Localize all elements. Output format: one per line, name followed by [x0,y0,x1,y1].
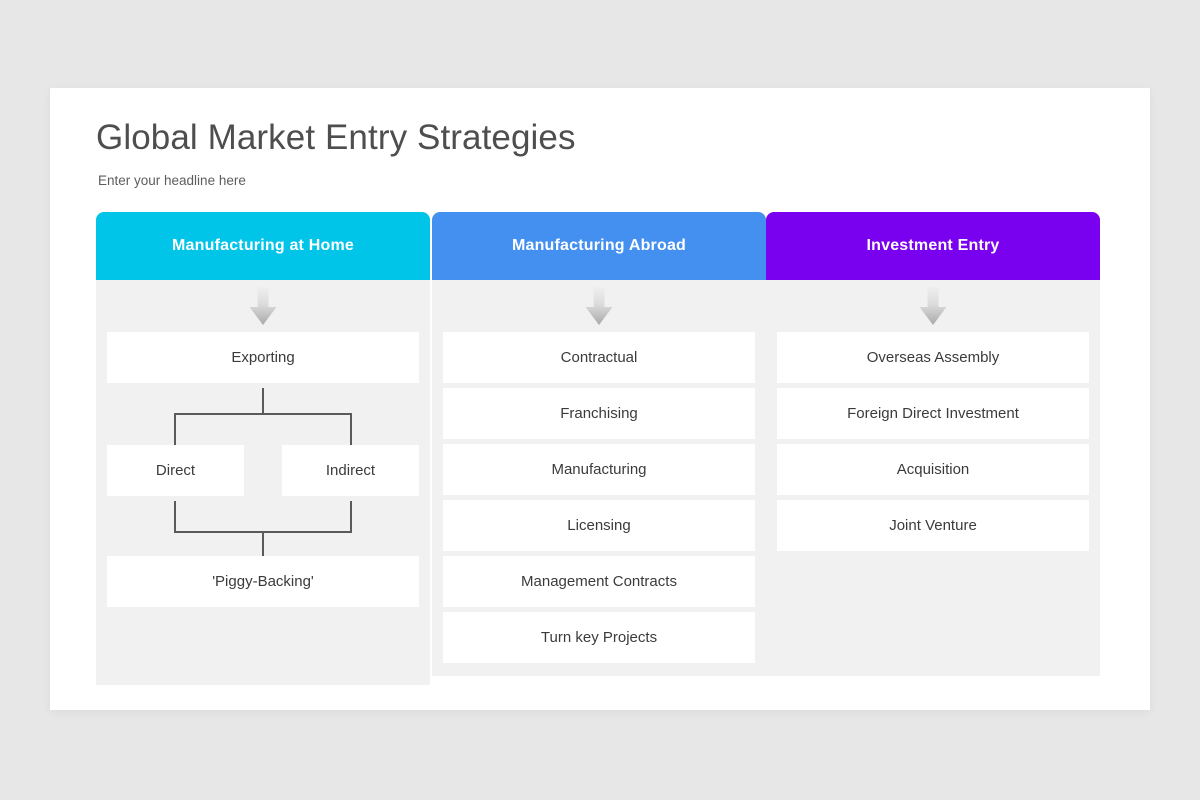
column-bottom-filler-2 [443,668,755,676]
list-item[interactable]: Contractual [443,332,755,383]
tree-upper-connectors [107,388,419,445]
column-header-2[interactable]: Manufacturing Abroad [432,212,766,280]
column-header-1[interactable]: Manufacturing at Home [96,212,430,280]
slide-card: Global Market Entry Strategies Enter you… [50,88,1150,710]
list-item[interactable]: Acquisition [777,444,1089,495]
column-body-3: Overseas Assembly Foreign Direct Investm… [766,280,1100,676]
column-bottom-filler-1 [107,612,419,685]
list-item[interactable]: Licensing [443,500,755,551]
connector-right-rise [350,501,352,532]
arrow-down-icon [443,280,755,332]
column-investment-entry: Investment Entry [766,212,1100,676]
list-item[interactable]: Manufacturing [443,444,755,495]
connector-left-rise [174,501,176,532]
page-subtitle: Enter your headline here [98,173,246,188]
list-item[interactable]: Management Contracts [443,556,755,607]
column-body-1: Exporting Direct [96,280,430,685]
list-item[interactable]: Franchising [443,388,755,439]
column-body-2: Contractual Franchising Manufacturing Li… [432,280,766,676]
list-item[interactable]: Turn key Projects [443,612,755,663]
tree-branch-row: Direct Indirect [107,445,419,496]
list-item[interactable]: Joint Venture [777,500,1089,551]
connector-left-drop [174,413,176,445]
connector-split-bar [174,413,352,415]
page-title: Global Market Entry Strategies [96,118,576,157]
connector-root-stem [262,388,264,414]
tree-root-box[interactable]: Exporting [107,332,419,383]
arrow-down-icon [107,280,419,332]
tree-lower-connectors [107,501,419,556]
connector-right-drop [350,413,352,445]
arrow-down-icon [777,280,1089,332]
column-header-3[interactable]: Investment Entry [766,212,1100,280]
tree-branch-box-direct[interactable]: Direct [107,445,244,496]
column-bottom-filler-3 [777,556,1089,676]
tree-leaf-box[interactable]: 'Piggy-Backing' [107,556,419,607]
column-manufacturing-abroad: Manufacturing Abroad [432,212,766,676]
list-item[interactable]: Overseas Assembly [777,332,1089,383]
column-manufacturing-at-home: Manufacturing at Home [96,212,430,685]
list-item[interactable]: Foreign Direct Investment [777,388,1089,439]
tree-diagram: Exporting Direct [107,332,419,607]
connector-leaf-stem [262,531,264,556]
tree-branch-box-indirect[interactable]: Indirect [282,445,419,496]
